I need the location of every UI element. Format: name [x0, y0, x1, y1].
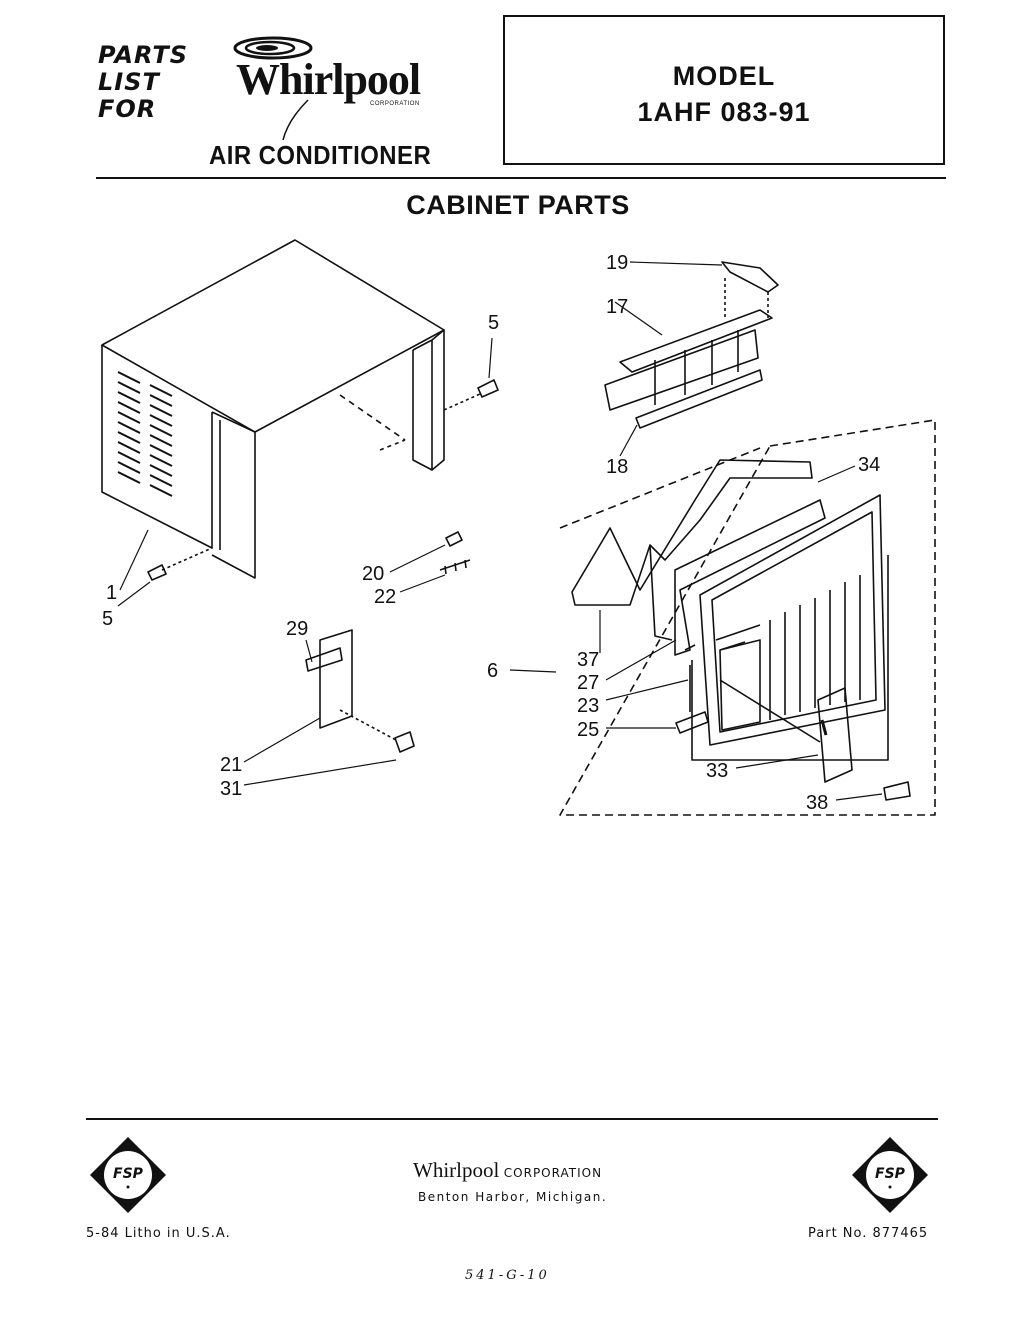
- fsp-label: FSP: [113, 1166, 143, 1182]
- section-title: CABINET PARTS: [406, 190, 630, 220]
- callout-23: 23: [577, 695, 600, 717]
- label-38: [883, 781, 911, 801]
- callout-18: 18: [606, 456, 629, 478]
- footer-litho: 5-84 Litho in U.S.A.: [86, 1226, 231, 1241]
- callout-20: 20: [362, 563, 385, 585]
- callout-17: 17: [606, 296, 629, 318]
- model-box: MODEL 1AHF 083-91: [503, 15, 945, 165]
- footer-rule: [86, 1118, 938, 1120]
- callout-37: 37: [577, 649, 600, 671]
- parts-list-for: PARTS LIST FOR: [98, 42, 188, 123]
- model-label: MODEL: [672, 61, 776, 91]
- footer-corporation: Whirlpool CORPORATION: [413, 1158, 602, 1183]
- fsp-logo-right: FSP: [850, 1135, 930, 1215]
- callout-25: 25: [577, 719, 600, 741]
- gasket-27: [674, 499, 826, 656]
- footer-part-number: Part No. 877465: [808, 1226, 929, 1241]
- door-33: [817, 687, 853, 783]
- callout-1: 1: [106, 582, 118, 604]
- footer-location: Benton Harbor, Michigan.: [418, 1190, 608, 1204]
- callout-38: 38: [806, 792, 829, 814]
- callout-6: 6: [487, 660, 499, 682]
- model-number: 1AHF 083-91: [637, 97, 811, 127]
- parts-list-line: FOR: [98, 95, 157, 123]
- header-rule: [96, 177, 946, 179]
- callout-22: 22: [374, 586, 397, 608]
- footer-corp-name: Whirlpool: [413, 1158, 500, 1182]
- callout-19: 19: [606, 252, 629, 274]
- bolt-31: [394, 731, 415, 753]
- rail-25: [675, 711, 709, 734]
- leader-lines: [117, 261, 883, 801]
- fsp-label: FSP: [875, 1166, 905, 1182]
- front-panel-drawing: [684, 494, 886, 746]
- callout-31: 31: [220, 778, 243, 800]
- brand-logo-text: Whirlpool: [236, 55, 421, 104]
- fsp-logo-left: FSP: [88, 1135, 168, 1215]
- product-name: AIR CONDITIONER: [209, 140, 432, 170]
- clip-20: [445, 531, 463, 547]
- whirlpool-swirl-logo: [233, 36, 313, 141]
- brand-sub: CORPORATION: [370, 101, 420, 107]
- callout-34: 34: [858, 454, 881, 476]
- screw-5-bottom: [147, 564, 167, 581]
- callout-5-bottom: 5: [102, 608, 114, 630]
- front-assembly-group-outline: [559, 419, 936, 816]
- cabinet-shell-drawing: [101, 239, 445, 579]
- callout-5-top: 5: [488, 312, 500, 334]
- parts-list-line: LIST: [98, 68, 160, 96]
- callout-27: 27: [577, 672, 600, 694]
- fsp-diamond-icon: [90, 1137, 166, 1213]
- callout-33: 33: [706, 760, 729, 782]
- handwritten-code: 541-G-10: [465, 1268, 550, 1283]
- parts-list-line: PARTS: [98, 41, 189, 69]
- clip-22: [439, 559, 471, 575]
- footer-corp-suffix: CORPORATION: [503, 1166, 603, 1180]
- screw-5-top: [477, 379, 499, 398]
- fsp-diamond-icon: [852, 1137, 928, 1213]
- wire-frame-37: [571, 459, 813, 606]
- callout-29: 29: [286, 618, 309, 640]
- rail-assembly-drawing: [604, 261, 779, 429]
- callout-21: 21: [220, 754, 243, 776]
